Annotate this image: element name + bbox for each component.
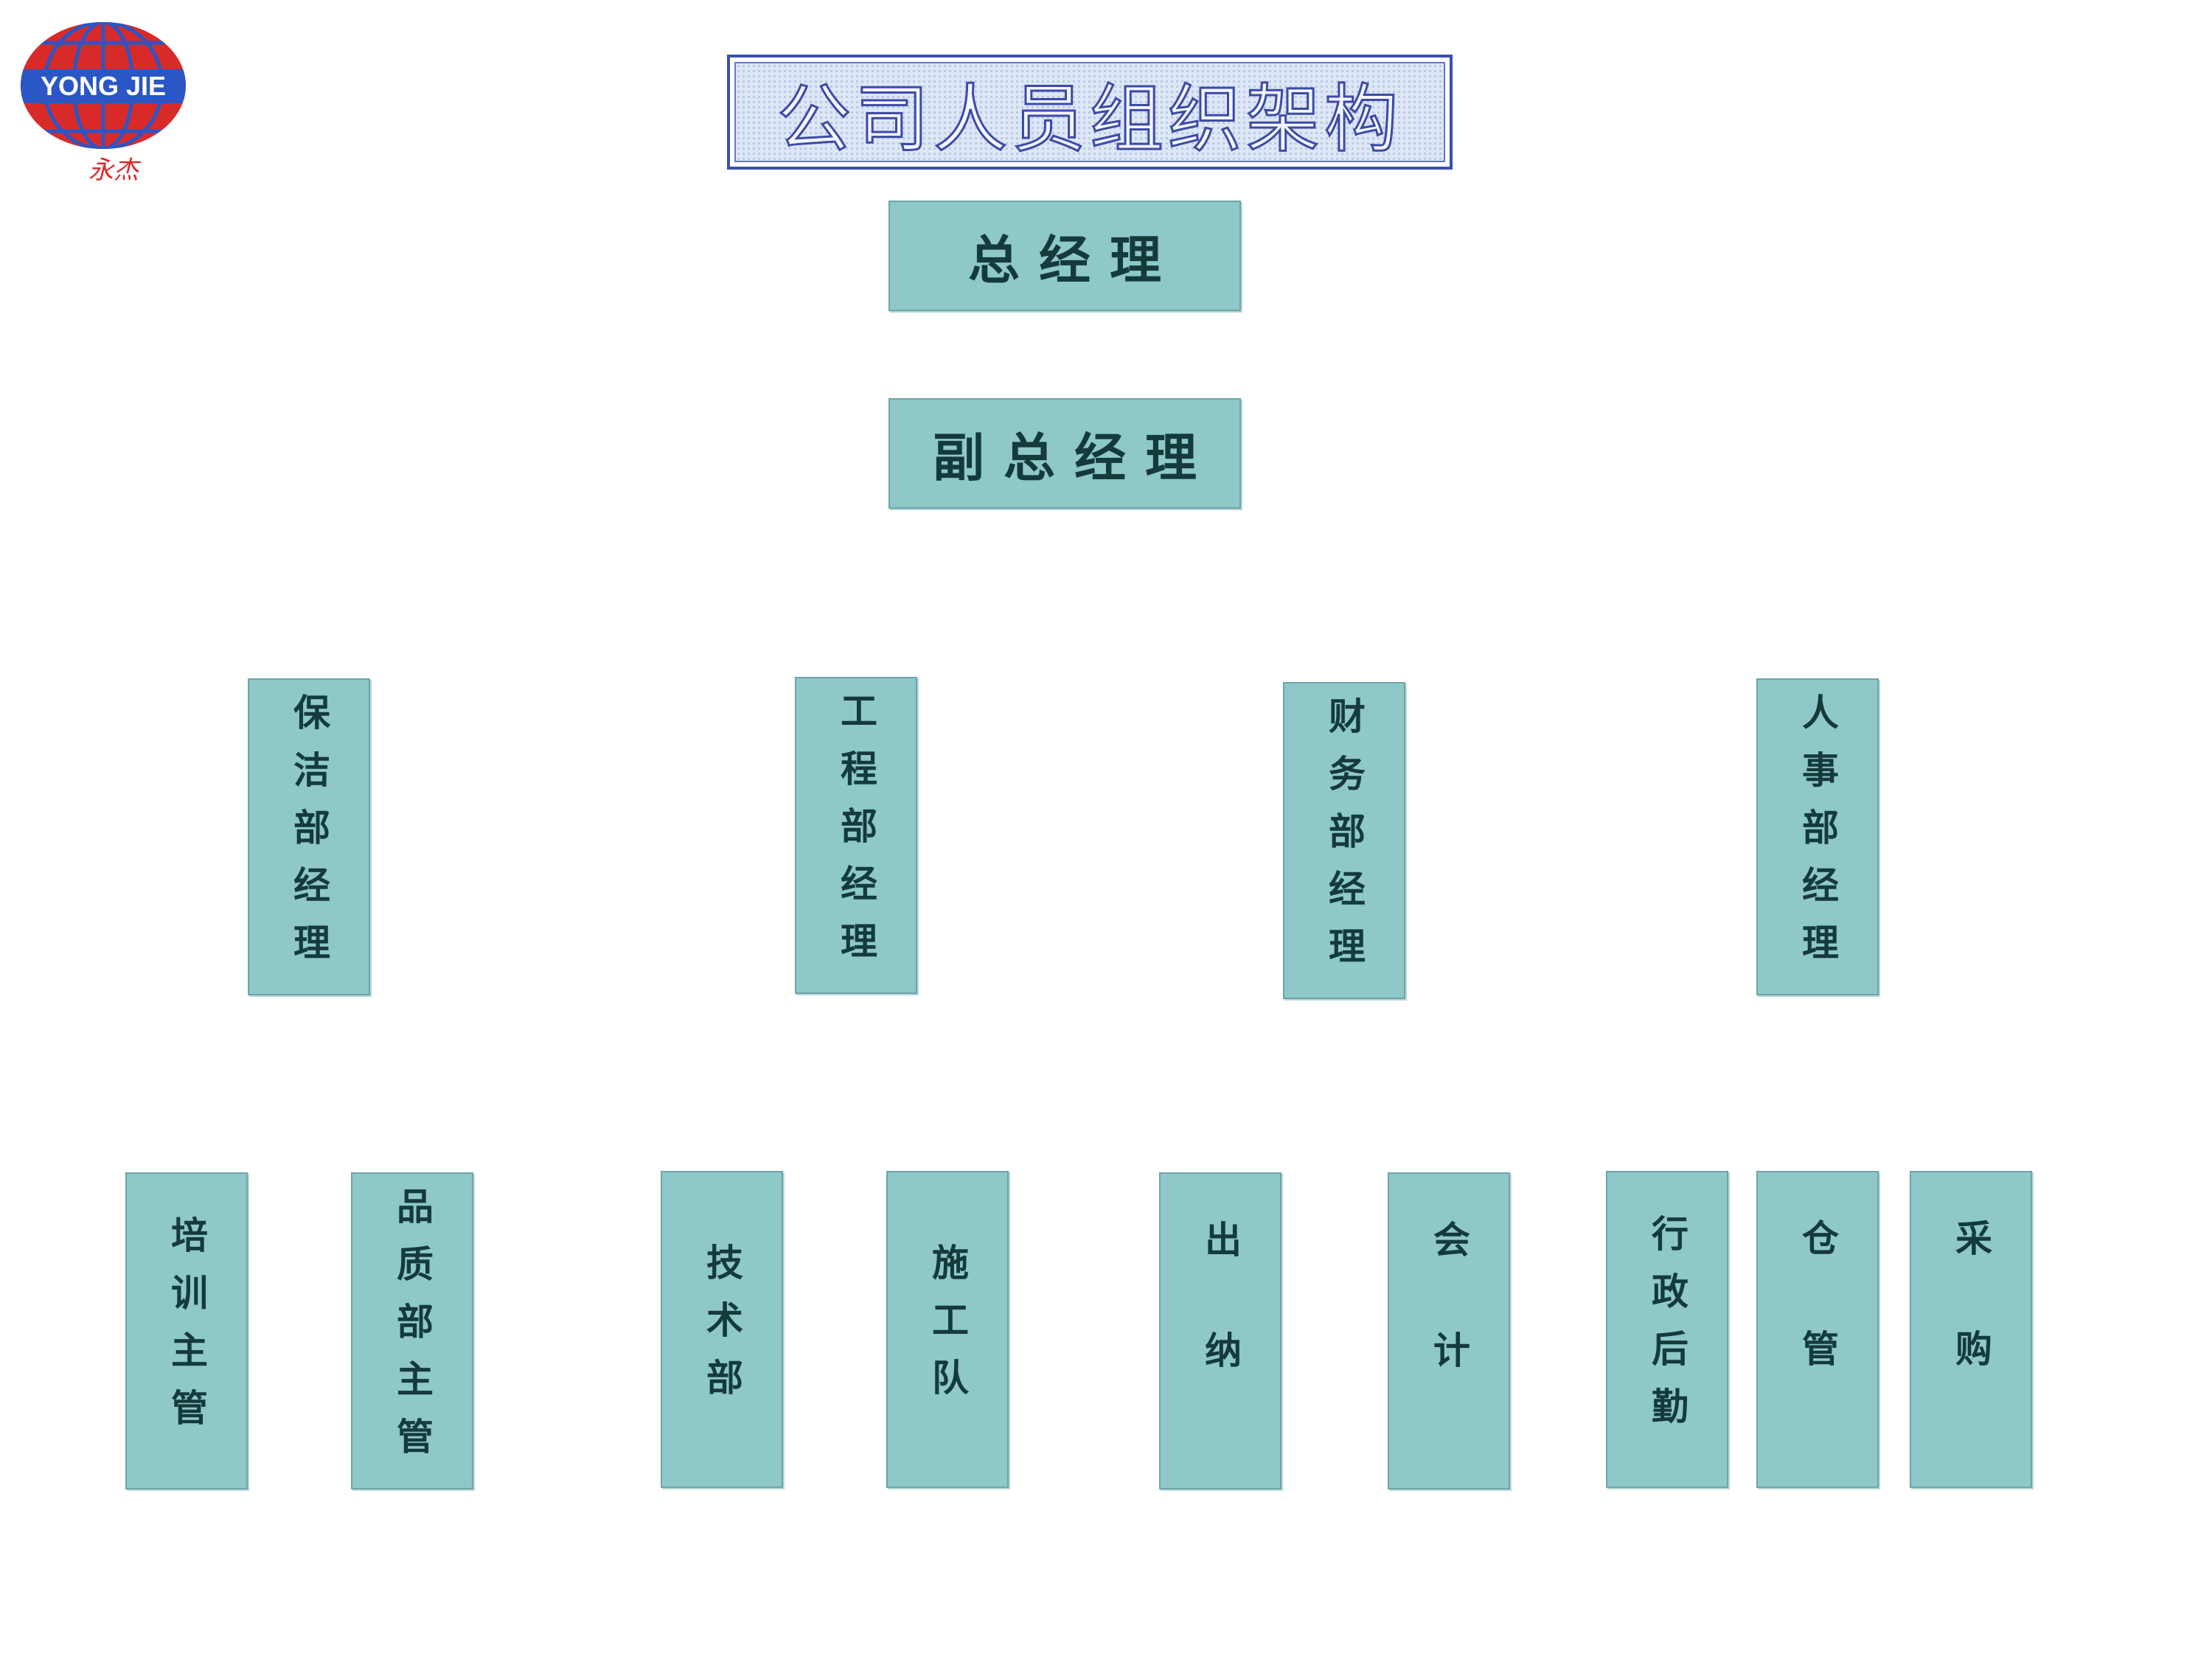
unit-box-training: 培训主管 — [125, 1172, 248, 1489]
manager-label: 财务部经理 — [1323, 697, 1366, 984]
unit-label: 技术部 — [700, 1243, 744, 1416]
unit-box-purchasing: 采购 — [1910, 1171, 2032, 1488]
unit-label: 采购 — [1950, 1219, 1993, 1440]
unit-box-admin-logistics: 行政后勤 — [1606, 1171, 1728, 1488]
manager-label: 保洁部经理 — [288, 693, 331, 981]
unit-box-accounting: 会计 — [1388, 1172, 1510, 1489]
unit-label: 出纳 — [1199, 1220, 1242, 1441]
manager-box-engineering: 工程部经理 — [795, 677, 917, 994]
manager-label: 工程部经理 — [835, 692, 878, 979]
chart-title-panel: 公司人员组织架构 — [734, 62, 1445, 163]
unit-label: 仓管 — [1796, 1219, 1840, 1440]
chart-title-frame: 公司人员组织架构 — [727, 55, 1453, 170]
manager-box-cleaning: 保洁部经理 — [248, 678, 370, 995]
unit-box-technical: 技术部 — [661, 1171, 783, 1488]
company-logo: YONG JIE 永杰 — [18, 21, 195, 190]
chart-title: 公司人员组织架构 — [776, 74, 1402, 163]
unit-label: 培训主管 — [165, 1216, 209, 1446]
unit-label: 施工队 — [926, 1243, 970, 1416]
general-manager-label: 总经理 — [968, 229, 1180, 291]
logo-subtext: 永杰 — [88, 156, 142, 185]
unit-label: 行政后勤 — [1646, 1214, 1689, 1444]
logo-text: YONG JIE — [41, 71, 166, 101]
general-manager-box: 总经理 — [888, 201, 1241, 311]
globe-logo-icon: YONG JIE 永杰 — [21, 22, 186, 185]
manager-label: 人事部经理 — [1796, 693, 1840, 981]
vice-general-manager-label: 副总经理 — [933, 426, 1216, 488]
manager-box-finance: 财务部经理 — [1283, 682, 1405, 999]
unit-label: 品质部主管 — [391, 1187, 434, 1475]
unit-box-warehouse: 仓管 — [1756, 1171, 1879, 1488]
unit-box-cashier: 出纳 — [1159, 1172, 1281, 1489]
unit-box-construction: 施工队 — [886, 1171, 1009, 1488]
unit-label: 会计 — [1427, 1220, 1471, 1441]
unit-box-quality: 品质部主管 — [351, 1172, 473, 1489]
manager-box-hr: 人事部经理 — [1756, 678, 1879, 995]
vice-general-manager-box: 副总经理 — [888, 398, 1241, 509]
